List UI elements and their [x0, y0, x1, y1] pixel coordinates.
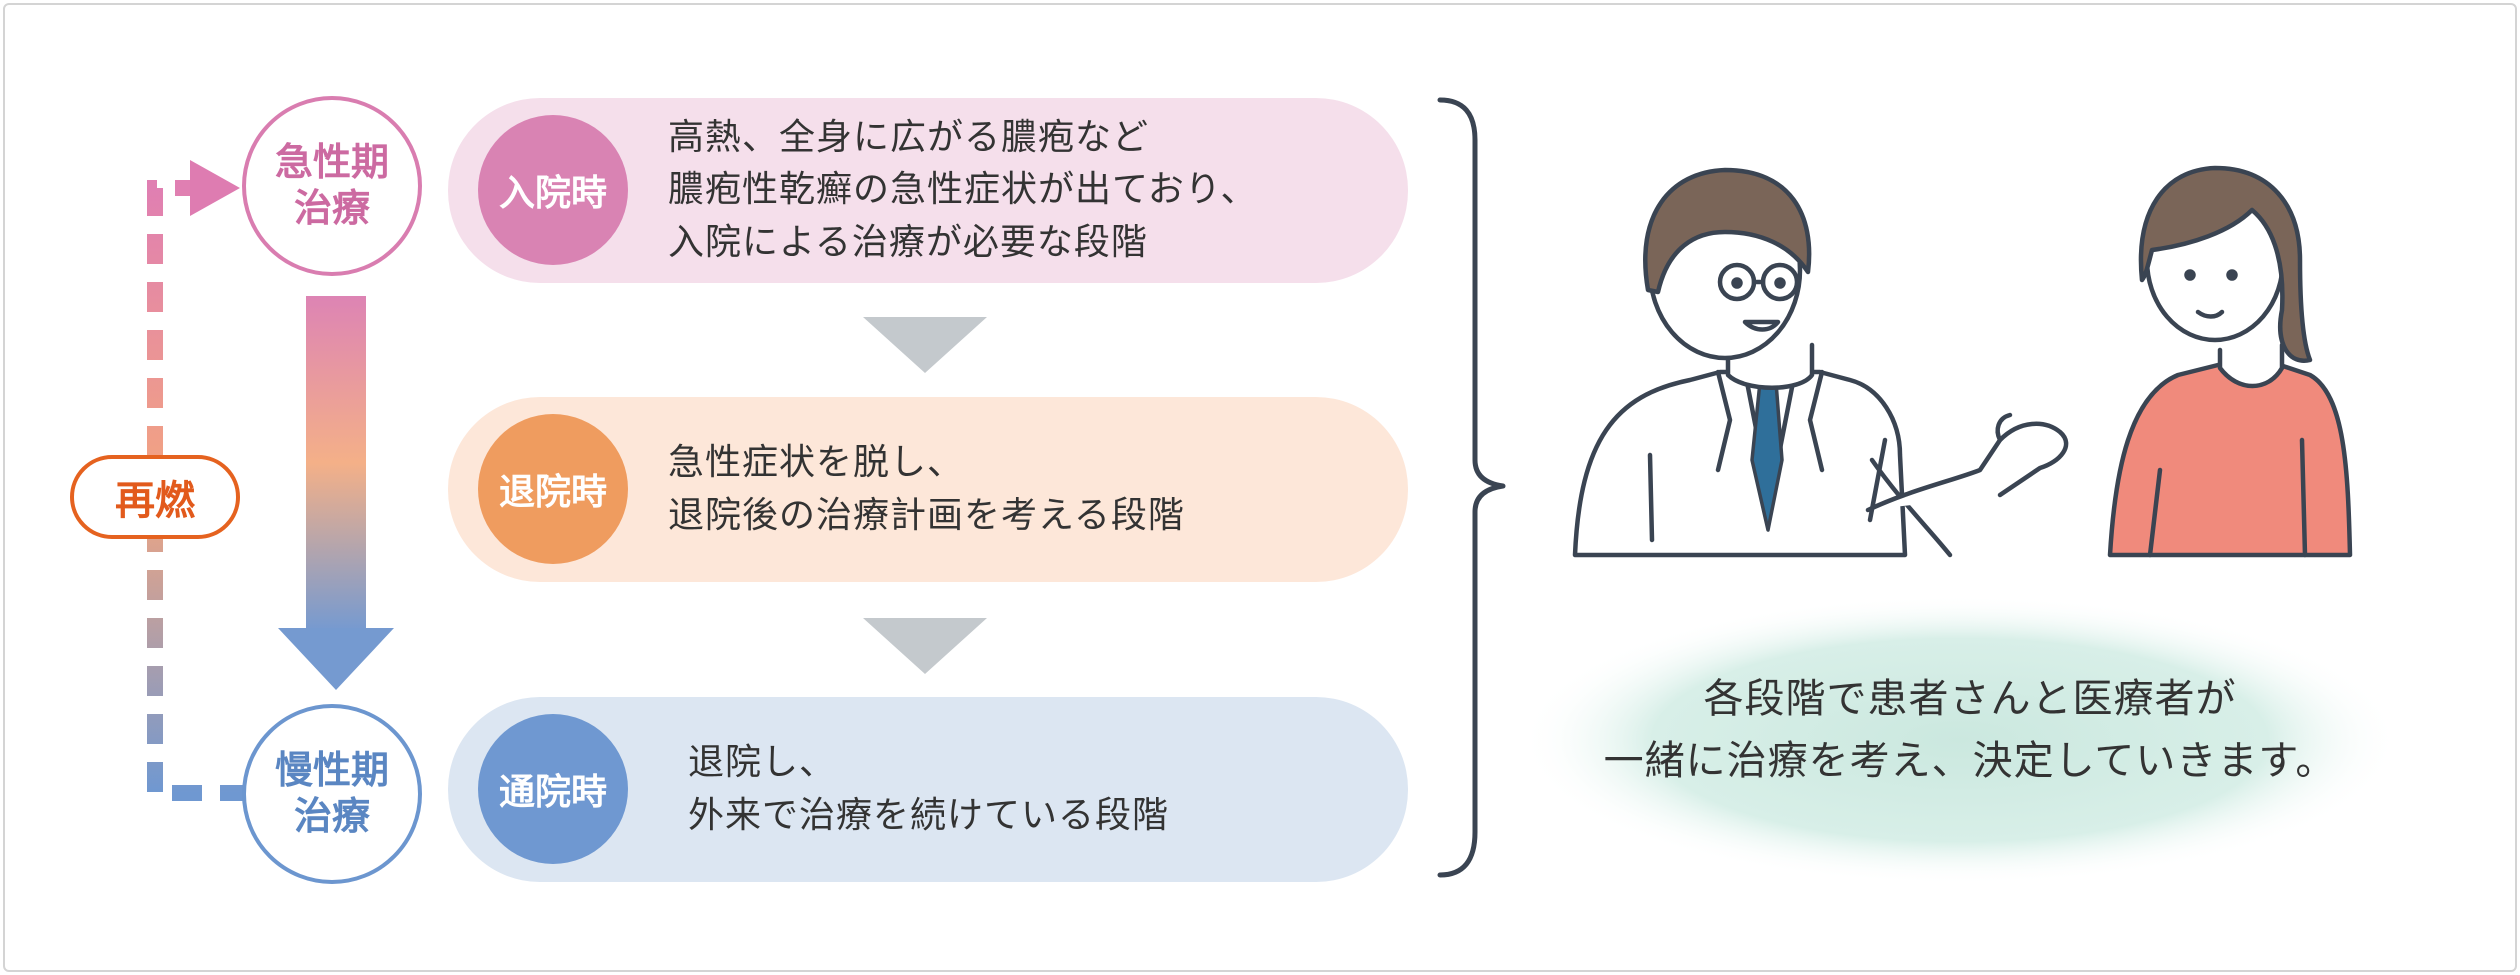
down-arrow-1 [863, 317, 987, 373]
acute-phase-circle: 急性期 治療 [242, 96, 422, 276]
message-line2: 一緒に治療を考え、決定していきます。 [1603, 738, 2337, 784]
stage-admission-text: 高熱、全身に広がる膿疱など 膿疱性乾癬の急性症状が出ており、 入院による治療が必… [668, 98, 1257, 283]
acute-phase-line2: 治療 [293, 186, 370, 230]
stage-discharge-badge: 退院時 [478, 414, 628, 564]
acute-to-chronic-arrow [278, 296, 394, 690]
stage-discharge-line1: 急性症状を脱し、 [668, 442, 965, 484]
stage-discharge-line2: 退院後の治療計画を考える段階 [668, 494, 1185, 536]
stage-discharge-text: 急性症状を脱し、 退院後の治療計画を考える段階 [668, 397, 1185, 582]
message-glow [1520, 595, 2400, 885]
shared-decision-message: 各段階で患者さんと医療者が 一緒に治療を考え、決定していきます。 [1590, 668, 2350, 792]
chronic-phase-line1: 慢性期 [274, 748, 389, 793]
stage-admission-badge: 入院時 [478, 115, 628, 265]
stage-outpatient-line2: 外来で治療を続けている段階 [688, 794, 1170, 836]
stage-outpatient: 通院時 退院し、 外来で治療を続けている段階 [448, 697, 1408, 882]
down-arrow-2 [863, 618, 987, 674]
bracket [1437, 97, 1506, 878]
stage-outpatient-badge: 通院時 [478, 714, 628, 864]
acute-phase-line1: 急性期 [274, 140, 389, 185]
stage-outpatient-text: 退院し、 外来で治療を続けている段階 [688, 697, 1169, 882]
stage-admission-line3: 入院による治療が必要な段階 [668, 221, 1148, 263]
doctor-illustration [1572, 167, 2069, 558]
message-line1: 各段階で患者さんと医療者が [1703, 676, 2237, 722]
stage-discharge: 退院時 急性症状を脱し、 退院後の治療計画を考える段階 [448, 397, 1408, 582]
stage-admission-line2: 膿疱性乾癬の急性症状が出ており、 [668, 169, 1258, 211]
stage-outpatient-line1: 退院し、 [688, 742, 837, 784]
stage-admission: 入院時 高熱、全身に広がる膿疱など 膿疱性乾癬の急性症状が出ており、 入院による… [448, 98, 1408, 283]
chronic-phase-line2: 治療 [293, 794, 370, 838]
stage-admission-line1: 高熱、全身に広がる膿疱など [668, 117, 1150, 159]
patient-illustration [2107, 165, 2353, 558]
chronic-phase-circle: 慢性期 治療 [242, 704, 422, 884]
relapse-badge: 再燃 [70, 455, 240, 539]
